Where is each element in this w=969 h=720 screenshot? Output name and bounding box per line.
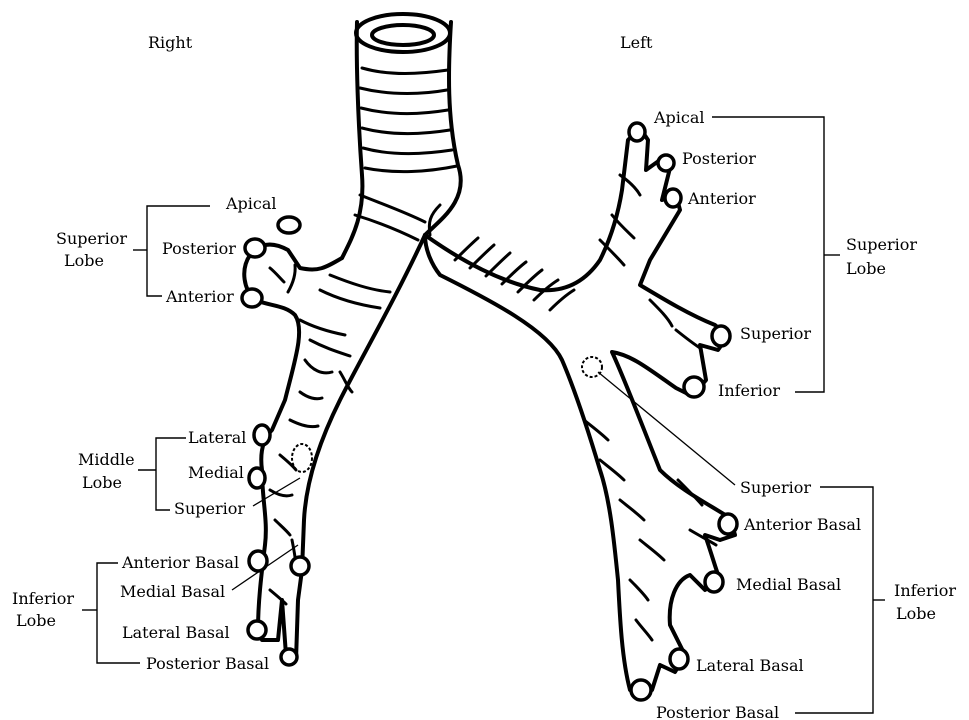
right-medial-basal-label: Medial Basal (120, 582, 225, 601)
left-inferior-lobe-label-line2: Lobe (896, 604, 936, 623)
right-inferior-lobe-label-line1: Inferior (12, 589, 74, 608)
left-anterior-basal-label: Anterior Basal (743, 515, 861, 534)
right-middle-lobe-label-line2: Lobe (82, 473, 122, 492)
side-label-left: Left (620, 33, 653, 52)
right-lateral-label: Lateral (188, 428, 246, 447)
right-superior-lobe-label-line1: Superior (56, 229, 127, 248)
right-medial-label: Medial (188, 463, 244, 482)
trachea (342, 14, 461, 258)
left-bronchial-tree (425, 123, 737, 700)
right-anterior-label: Anterior (165, 287, 234, 306)
right-lateral-basal-label: Lateral Basal (122, 623, 230, 642)
left-posterior-basal-label: Posterior Basal (656, 703, 779, 720)
side-label-right: Right (148, 33, 193, 52)
right-posterior-label: Posterior (162, 239, 236, 258)
left-posterior-label: Posterior (682, 149, 756, 168)
left-inferior-lobe-label-line1: Inferior (894, 581, 956, 600)
right-superior-lobe-label-line2: Lobe (64, 251, 104, 270)
right-apical-label: Apical (225, 194, 277, 213)
left-superior-lobe-label-line1: Superior (846, 235, 917, 254)
right-superior-label: Superior (174, 499, 245, 518)
left-superior-label: Superior (740, 324, 811, 343)
left-superior-basal-label: Superior (740, 478, 811, 497)
right-inferior-lobe-label-line2: Lobe (16, 611, 56, 630)
left-inferior-label: Inferior (718, 381, 780, 400)
left-apical-label: Apical (653, 108, 705, 127)
right-anterior-basal-label: Anterior Basal (121, 553, 239, 572)
labels: Right Left Superior Lobe Apical Posterio… (12, 33, 956, 720)
left-medial-basal-label: Medial Basal (736, 575, 841, 594)
left-anterior-label: Anterior (687, 189, 756, 208)
left-superior-lobe-label-line2: Lobe (846, 259, 886, 278)
left-lateral-basal-label: Lateral Basal (696, 656, 804, 675)
right-middle-lobe-label-line1: Middle (78, 450, 135, 469)
right-posterior-basal-label: Posterior Basal (146, 654, 269, 673)
right-bronchial-tree (242, 217, 425, 665)
